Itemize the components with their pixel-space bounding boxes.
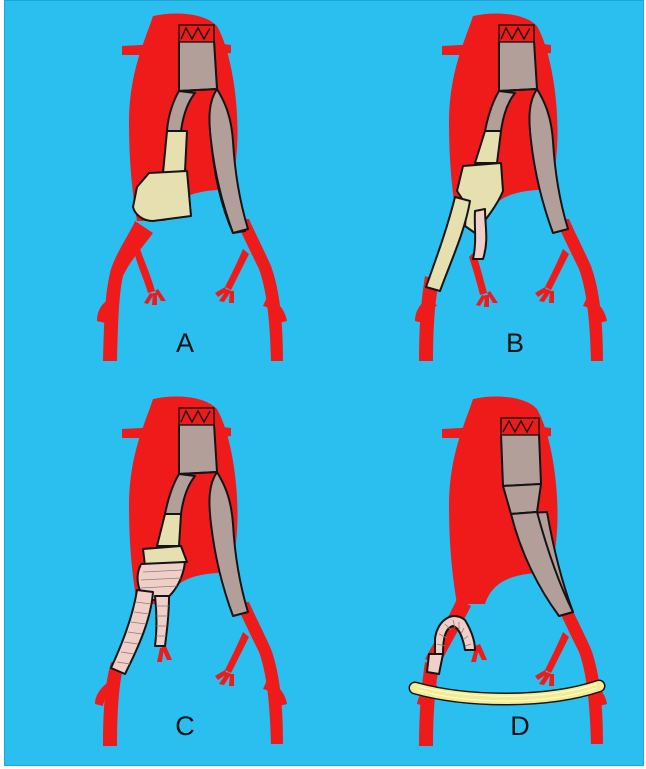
panel-d: D [325, 384, 645, 767]
panel-label: C [155, 711, 215, 742]
panel-label: A [155, 328, 215, 359]
panel-label: D [490, 711, 550, 742]
femorofemoral-bypass-graft [415, 684, 599, 701]
panel-b: B [325, 1, 645, 384]
figure-frame: A [4, 0, 644, 766]
panel-a: A [5, 1, 325, 384]
panel-b-drawing [325, 1, 645, 384]
proximal-stent-crown [501, 418, 539, 435]
panel-c-drawing [5, 384, 325, 767]
panel-c: C [5, 384, 325, 767]
panel-a-drawing [5, 1, 325, 384]
proximal-stent-crown [179, 25, 214, 42]
panel-d-drawing [325, 384, 645, 767]
proximal-stent-crown [179, 408, 214, 425]
panel-label: B [485, 328, 545, 359]
proximal-stent-crown [499, 25, 534, 42]
